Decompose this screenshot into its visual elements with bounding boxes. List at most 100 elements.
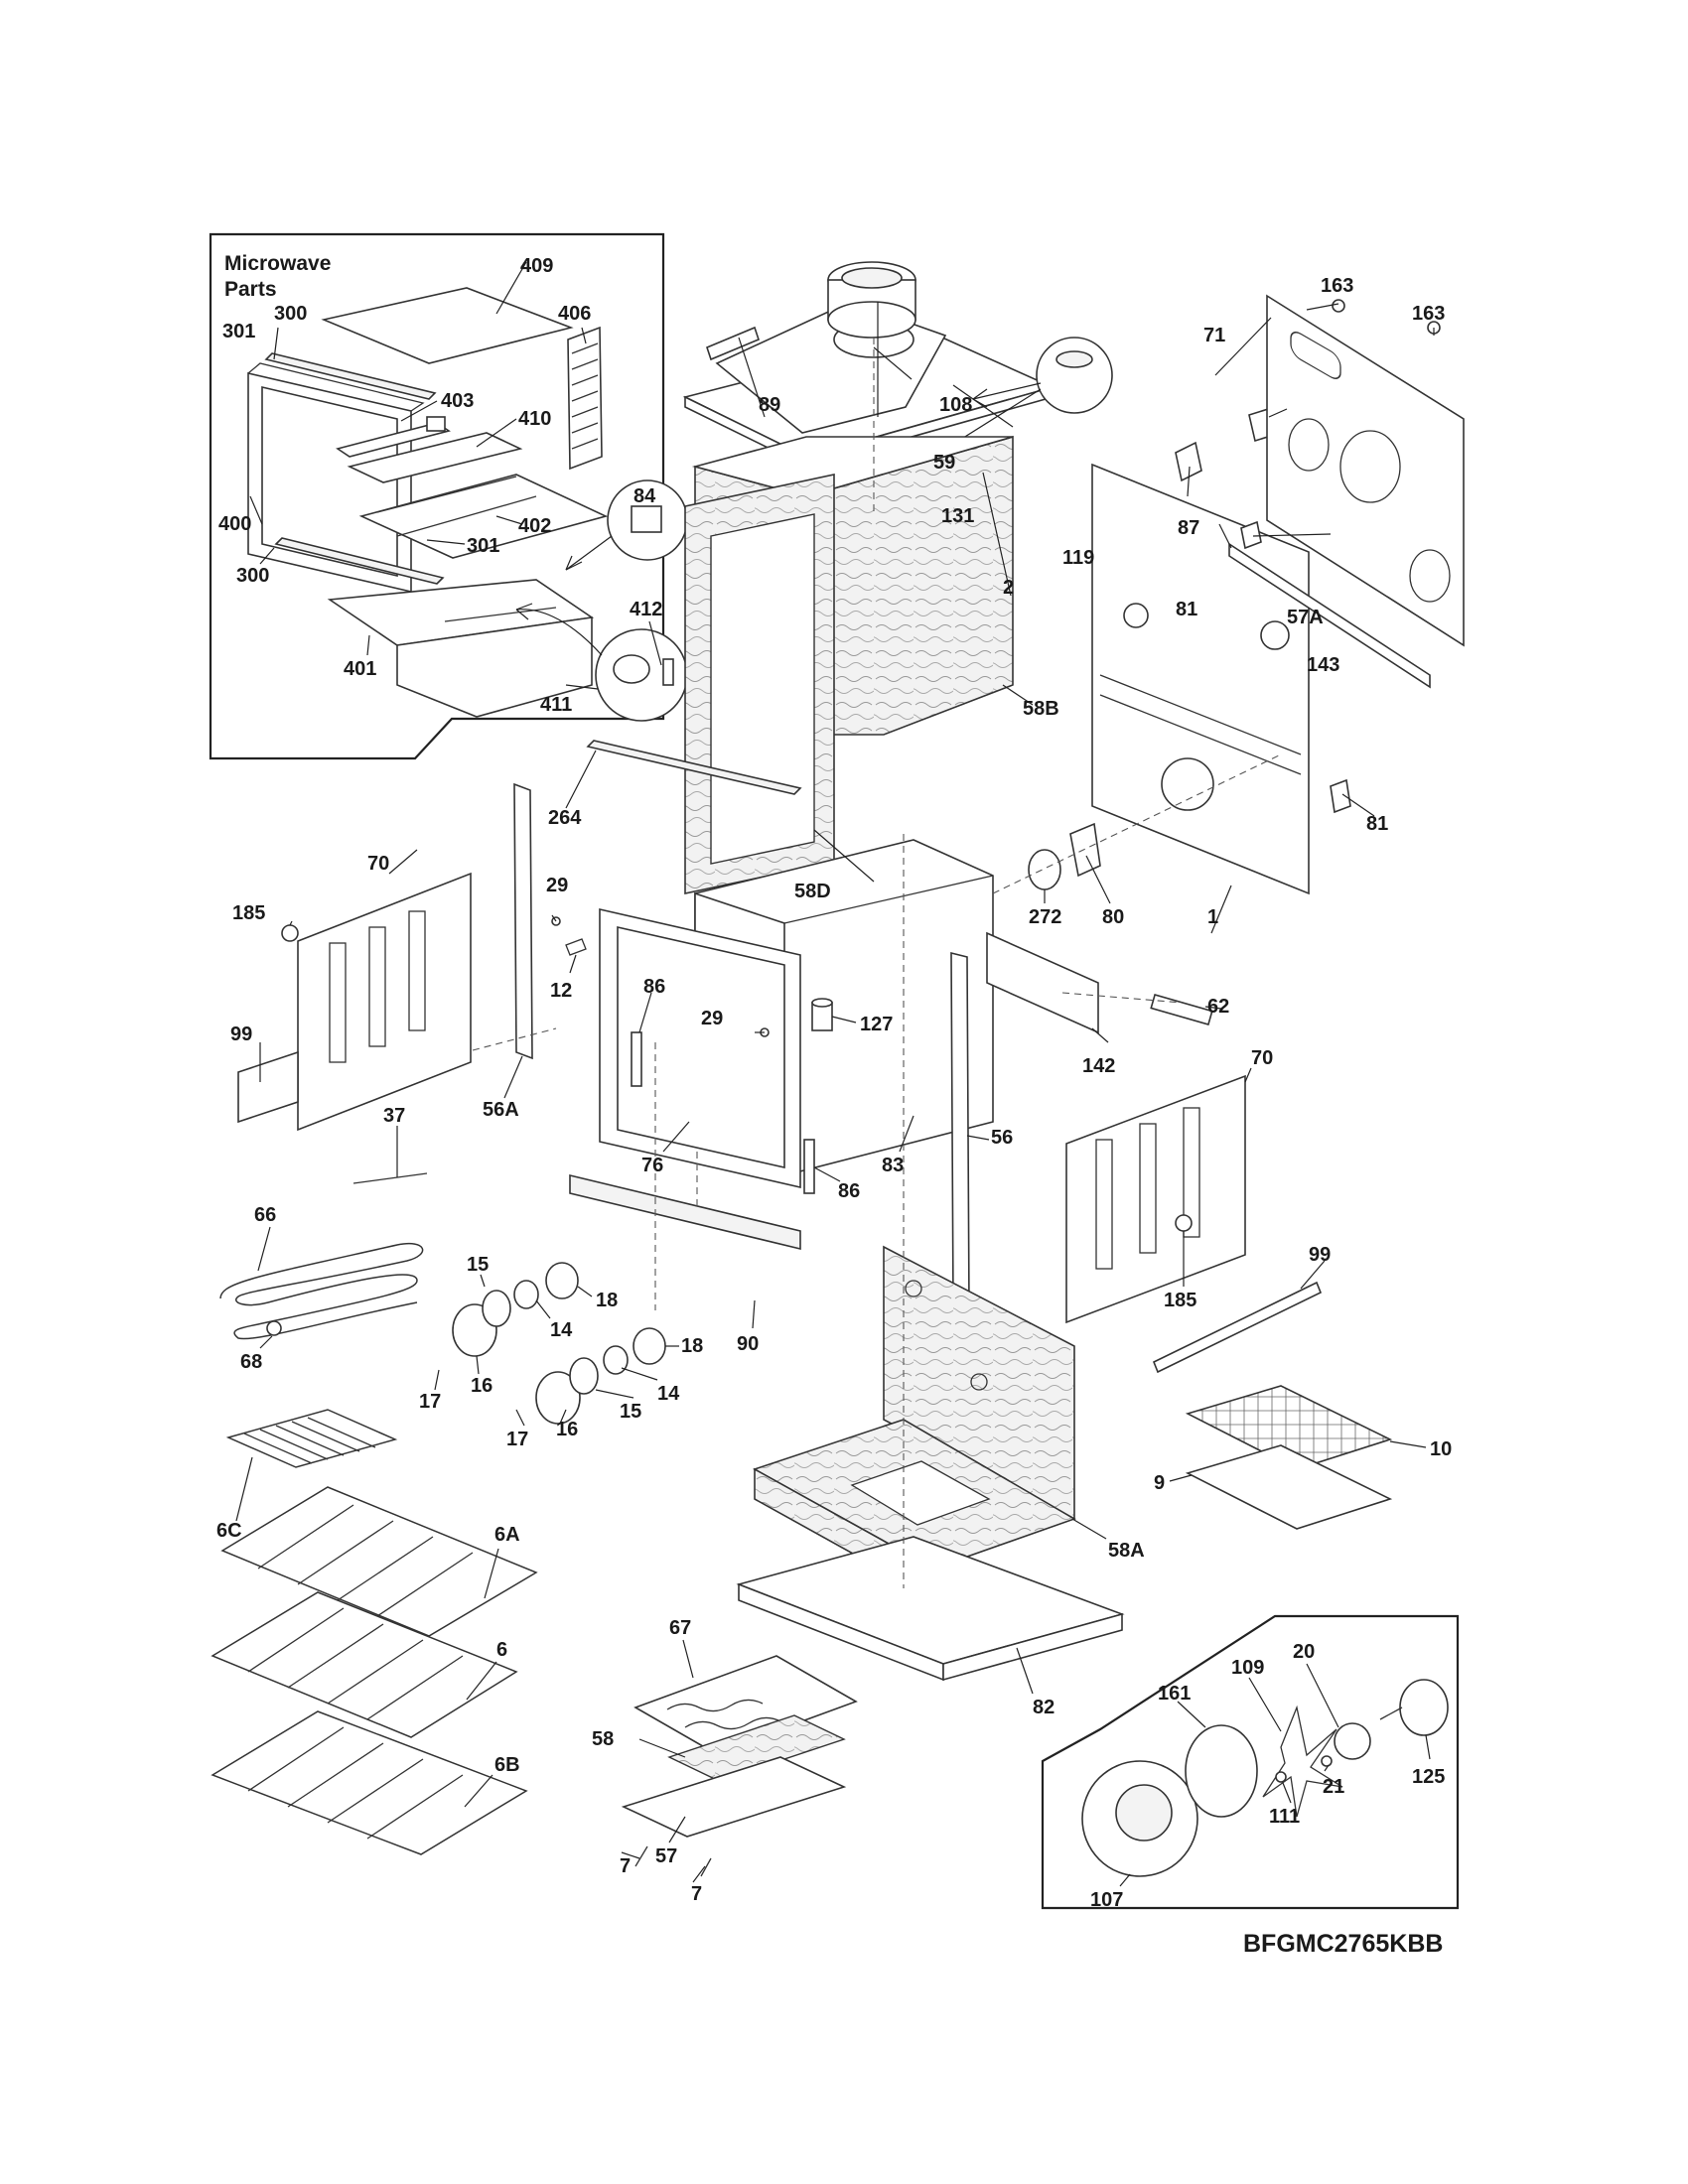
part-57-base-plate — [621, 1756, 847, 1838]
callout-111: 111 — [1269, 1806, 1300, 1828]
part-402-detail — [376, 476, 537, 537]
callout-68: 68 — [240, 1351, 262, 1373]
callout-15: 15 — [467, 1254, 489, 1276]
callout-272: 272 — [1029, 906, 1061, 928]
part-light-assembly-upper — [452, 1262, 579, 1357]
part-142-panel — [986, 931, 1099, 1034]
part-81-bracket-b — [1330, 778, 1351, 814]
callout-90: 90 — [737, 1333, 759, 1355]
part-21-nut — [1321, 1755, 1333, 1767]
callout-401: 401 — [344, 658, 376, 680]
callout-410: 410 — [518, 408, 551, 430]
callout-14: 14 — [550, 1319, 573, 1341]
callout-119: 119 — [1062, 547, 1094, 569]
callout-58D: 58D — [794, 881, 831, 902]
callout-143: 143 — [1307, 654, 1339, 676]
callout-411: 411 — [540, 694, 572, 716]
callout-300: 300 — [274, 303, 307, 325]
callout-57A: 57A — [1287, 607, 1324, 628]
part-68-clip — [266, 1320, 282, 1336]
inset-frame — [209, 232, 665, 760]
callout-62: 62 — [1207, 996, 1229, 1018]
part-107-grille — [1115, 1784, 1173, 1842]
callout-7: 7 — [620, 1855, 631, 1877]
callout-86: 86 — [643, 976, 665, 998]
callout-142: 142 — [1082, 1055, 1115, 1077]
callout-18-b: 18 — [681, 1335, 703, 1357]
inset-title-line1: Microwave — [224, 252, 331, 275]
callout-185: 185 — [232, 902, 265, 924]
part-300-bottom-strip — [274, 537, 445, 585]
callout-107: 107 — [1090, 1889, 1123, 1911]
callout-16-b: 16 — [556, 1419, 578, 1440]
part-272-knob — [1028, 849, 1061, 890]
part-411-detail-circle — [515, 603, 688, 722]
part-82-bottom-panel — [736, 1536, 1125, 1682]
part-300-top-strip — [264, 352, 437, 400]
callout-70: 70 — [367, 853, 389, 875]
part-37-sensor — [352, 1172, 428, 1184]
part-1-back-panel — [1091, 463, 1310, 895]
callout-300-lower: 300 — [236, 565, 269, 587]
part-56A-rail — [513, 782, 533, 1060]
part-185-grommet-a — [281, 924, 299, 942]
callout-99-b: 99 — [1309, 1244, 1331, 1266]
callout-12: 12 — [550, 980, 572, 1002]
callout-163: 163 — [1321, 275, 1353, 297]
callout-66: 66 — [254, 1204, 276, 1226]
part-401-bottom-tray — [327, 579, 595, 718]
part-99-channel-right — [1152, 1281, 1323, 1374]
part-58B-insulation-top — [691, 436, 1014, 497]
part-70-side-panel-left — [297, 872, 472, 1132]
callout-409: 409 — [520, 255, 553, 277]
part-80-bracket — [1069, 822, 1101, 878]
part-66-broil-element — [219, 1243, 424, 1340]
callout-56A: 56A — [483, 1099, 519, 1121]
callout-84: 84 — [633, 485, 656, 507]
part-264-trim — [586, 740, 802, 795]
callout-161: 161 — [1158, 1683, 1191, 1705]
callout-17-b: 17 — [506, 1429, 528, 1450]
callout-20: 20 — [1293, 1641, 1315, 1663]
callout-400: 400 — [218, 513, 251, 535]
part-90-bottom-trim — [569, 1173, 801, 1251]
part-86-hinge-b — [803, 1139, 815, 1194]
part-86-hinge-a — [631, 1031, 642, 1087]
callout-163-b: 163 — [1412, 303, 1445, 325]
part-58D-cutout — [710, 513, 815, 865]
part-109-fan-blade — [1262, 1705, 1343, 1818]
part-99-channel-left — [237, 1050, 299, 1124]
callout-71: 71 — [1203, 325, 1225, 346]
part-7-screws — [634, 1845, 712, 1877]
part-402-base-plate — [358, 474, 609, 559]
part-403-bracket — [336, 416, 451, 458]
callout-264: 264 — [548, 807, 582, 829]
callout-403: 403 — [441, 390, 474, 412]
callout-57: 57 — [655, 1845, 677, 1867]
part-20-disc — [1334, 1722, 1371, 1760]
part-58-insulation-pad — [667, 1714, 846, 1782]
callout-99: 99 — [230, 1024, 252, 1045]
callout-402: 402 — [518, 515, 551, 537]
callout-131: 131 — [941, 505, 974, 527]
callout-67: 67 — [669, 1617, 691, 1639]
callout-15-b: 15 — [620, 1401, 641, 1423]
callout-6: 6 — [496, 1639, 507, 1661]
part-108-blower — [827, 261, 916, 339]
callout-70-b: 70 — [1251, 1047, 1273, 1069]
callout-83: 83 — [882, 1155, 904, 1176]
part-84-detail-circle — [565, 479, 688, 571]
callout-58A: 58A — [1108, 1540, 1145, 1562]
callout-89: 89 — [759, 394, 780, 416]
callout-127: 127 — [860, 1014, 893, 1035]
part-12-pin — [565, 938, 587, 956]
part-67-element-tray — [633, 1655, 858, 1754]
callout-406: 406 — [558, 303, 591, 325]
callout-81: 81 — [1176, 599, 1197, 620]
leader-lines — [235, 261, 1435, 1887]
callout-185-b: 185 — [1164, 1290, 1196, 1311]
callout-6B: 6B — [494, 1754, 520, 1776]
callout-17: 17 — [419, 1391, 441, 1413]
part-111-nut — [1275, 1771, 1287, 1783]
callout-412: 412 — [630, 599, 662, 620]
